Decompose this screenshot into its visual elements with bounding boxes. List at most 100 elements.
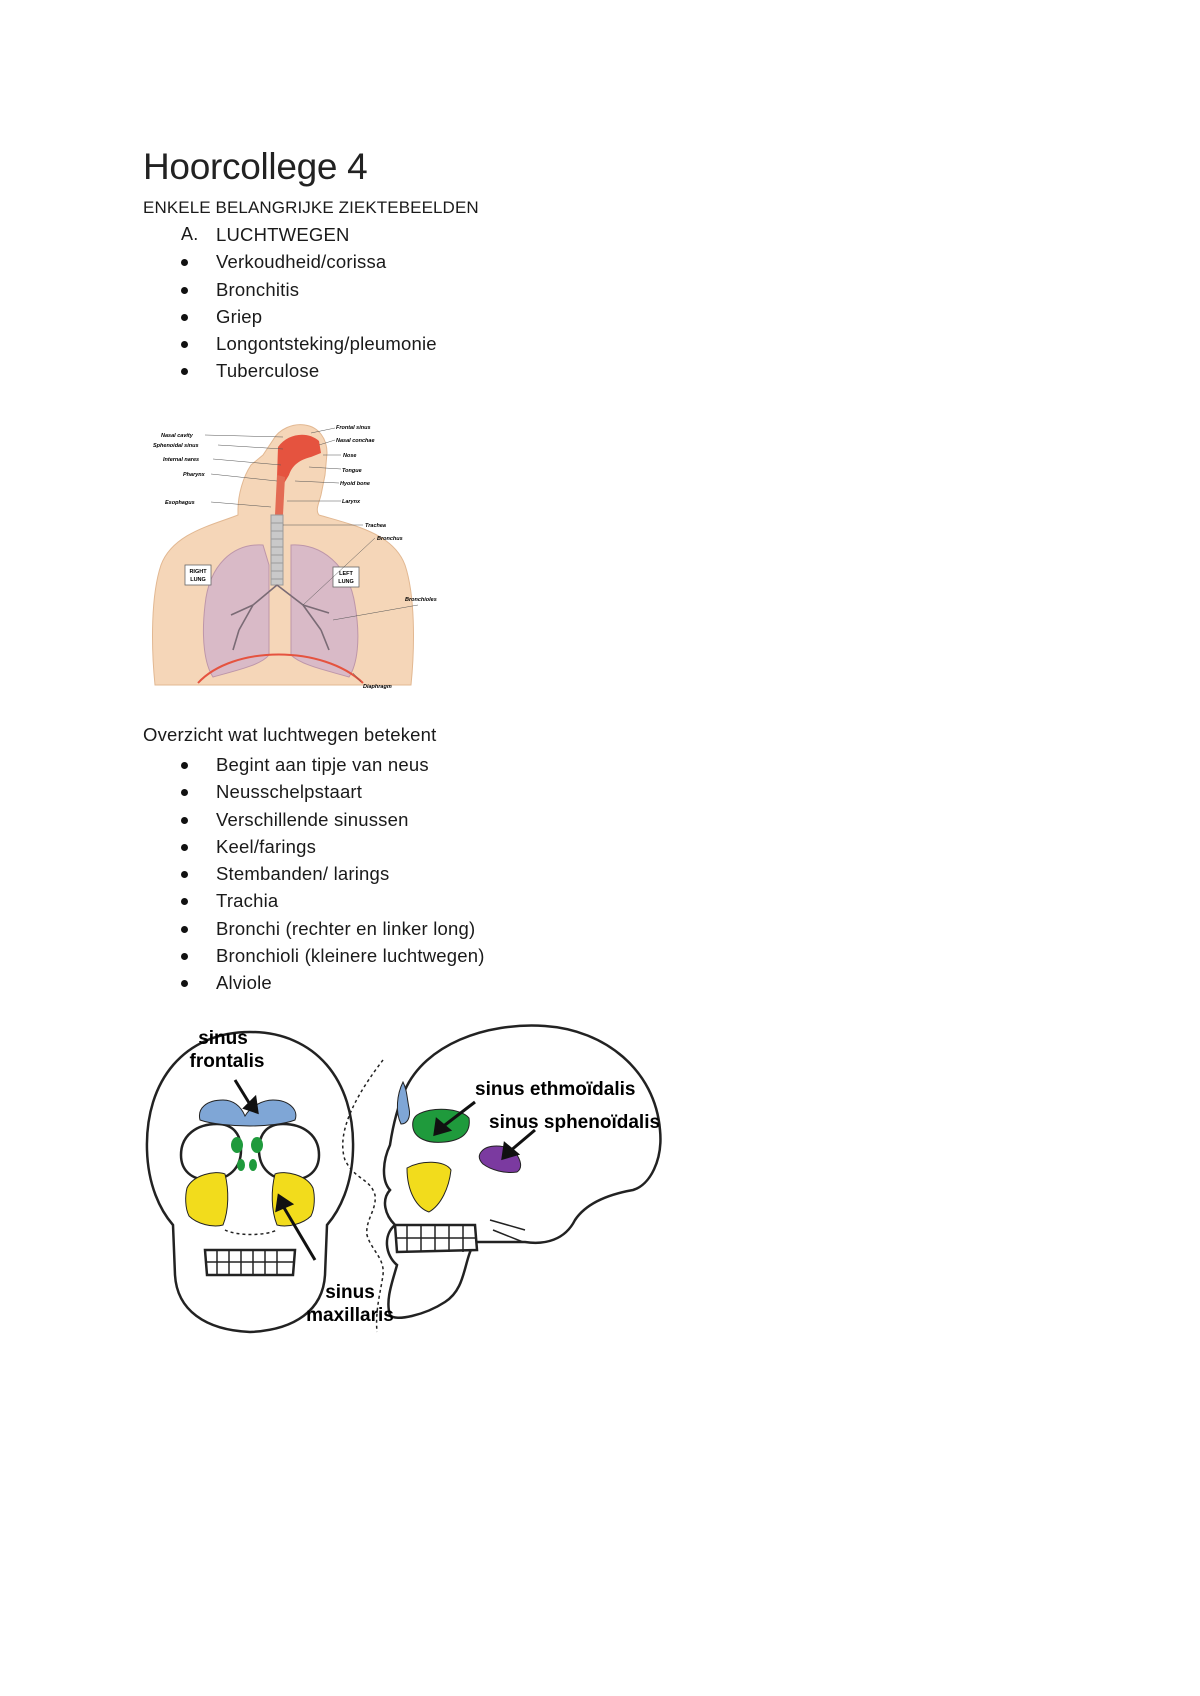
right-lung-label: RIGHT <box>189 569 207 575</box>
left-leader-lines <box>204 434 284 508</box>
list-item: Begint aan tipje van neus <box>0 751 485 778</box>
bronchi-lines <box>230 584 330 651</box>
list-marker-a: A. <box>181 224 199 244</box>
list-item: Bronchitis <box>0 276 437 303</box>
front-sinus-maxillaris-right <box>271 1172 315 1227</box>
right-leader-lines <box>283 427 419 683</box>
label-sinus-maxillaris: sinus <box>325 1282 375 1303</box>
label-sinus-frontalis: frontalis <box>190 1051 265 1072</box>
list-item-text: Keel/farings <box>216 835 317 857</box>
bullet-icon <box>181 898 188 906</box>
side-teeth <box>397 1225 477 1252</box>
left-lung-label: LUNG <box>338 579 354 585</box>
front-sinus-ethmoidalis <box>249 1159 257 1171</box>
list-item-text: Trachia <box>216 890 279 912</box>
front-sinus-frontalis <box>198 1099 297 1127</box>
label-nose: Nose <box>343 453 356 459</box>
list-item-text: Stembanden/ larings <box>216 863 390 885</box>
overview-list: Begint aan tipje van neus Neusschelpstaa… <box>0 751 485 997</box>
label-nasal-cavity: Nasal cavity <box>161 433 194 439</box>
sinus-arrows <box>233 1079 536 1261</box>
pharynx-shape <box>275 475 285 515</box>
side-sinus-frontalis <box>396 1080 410 1125</box>
list-item: Tuberculose <box>0 357 437 384</box>
bullet-icon <box>181 871 188 879</box>
label-bronchus: Bronchus <box>377 536 403 542</box>
label-nasal-conchae: Nasal conchae <box>336 438 375 444</box>
trachea-rings <box>271 522 283 580</box>
list-item: Alviole <box>0 969 485 996</box>
section-a-list: A. LUCHTWEGEN Verkoudheid/corissa Bronch… <box>0 221 437 385</box>
label-pharynx: Pharynx <box>183 472 206 478</box>
right-lung-label: LUNG <box>190 577 206 583</box>
bullet-icon <box>181 313 188 321</box>
list-item-text: Bronchioli (kleinere luchtwegen) <box>216 945 485 967</box>
front-sinus-ethmoidalis <box>231 1137 243 1153</box>
list-item: Verkoudheid/corissa <box>0 248 437 275</box>
label-internal-nares: Internal nares <box>163 457 199 463</box>
list-item-text: Bronchitis <box>216 278 300 300</box>
page-subtitle: ENKELE BELANGRIJKE ZIEKTEBEELDEN <box>143 198 479 217</box>
list-item-text: Begint aan tipje van neus <box>216 754 429 775</box>
sinus-figure: sinus frontalis sinus ethmoïdalis sinus … <box>145 1024 662 1334</box>
list-item: Keel/farings <box>0 833 485 860</box>
respiratory-system-figure: RIGHT LUNG LEFT LUNG Nasal cavity Spheno… <box>152 424 437 690</box>
front-sinus-maxillaris-left <box>185 1172 229 1227</box>
list-item-text: Verkoudheid/corissa <box>216 251 387 273</box>
side-cheek-lines <box>489 1219 526 1243</box>
list-item: Trachia <box>0 887 485 914</box>
side-sinus-maxillaris <box>406 1161 452 1213</box>
face-profile-outline <box>342 1059 384 1333</box>
list-item: Longontsteking/pleumonie <box>0 330 437 357</box>
right-lung-shape <box>202 544 270 678</box>
trachea-shape <box>270 514 284 586</box>
right-lung-label-box <box>184 564 212 586</box>
front-sinus-ethmoidalis <box>237 1159 245 1171</box>
front-sinus-ethmoidalis <box>251 1137 263 1153</box>
section-a-heading: A. LUCHTWEGEN <box>0 221 437 248</box>
bullet-icon <box>181 980 188 988</box>
list-item: Stembanden/ larings <box>0 860 485 887</box>
label-trachea: Trachea <box>365 523 386 529</box>
label-frontal-sinus: Frontal sinus <box>336 425 371 431</box>
bullet-icon <box>181 762 188 769</box>
nasal-cavity-shape <box>277 434 321 485</box>
overview-heading: Overzicht wat luchtwegen betekent <box>143 724 437 745</box>
bullet-icon <box>181 259 188 267</box>
bullet-icon <box>181 816 188 824</box>
bullet-icon <box>181 341 188 349</box>
left-lung-label: LEFT <box>339 571 353 577</box>
section-a-heading-text: LUCHTWEGEN <box>216 224 350 245</box>
list-item-text: Griep <box>216 305 263 327</box>
list-item-text: Tuberculose <box>216 360 320 382</box>
front-skull <box>145 1030 355 1334</box>
list-item: Bronchi (rechter en linker long) <box>0 915 485 942</box>
list-item: Neusschelpstaart <box>0 778 485 805</box>
label-sinus-sphenoidalis: sinus sphenoïdalis <box>489 1112 660 1133</box>
label-tongue: Tongue <box>342 468 362 474</box>
page-title: Hoorcollege 4 <box>143 146 368 187</box>
label-sinus-maxillaris: maxillaris <box>306 1305 394 1326</box>
label-esophagus: Esophagus <box>165 500 195 506</box>
list-item-text: Bronchi (rechter en linker long) <box>216 917 476 939</box>
bullet-icon <box>181 789 188 797</box>
list-item-text: Verschillende sinussen <box>216 808 409 830</box>
bullet-icon <box>181 286 188 294</box>
label-sinus-frontalis: sinus <box>198 1028 248 1049</box>
bullet-icon <box>181 368 188 376</box>
label-larynx: Larynx <box>342 499 361 505</box>
list-item: Verschillende sinussen <box>0 806 485 833</box>
diaphragm-shape <box>197 653 364 684</box>
front-teeth <box>207 1250 293 1275</box>
label-bronchioles: Bronchioles <box>405 597 437 603</box>
list-item-text: Longontsteking/pleumonie <box>216 333 437 355</box>
label-hyoid-bone: Hyoid bone <box>340 481 370 487</box>
bullet-icon <box>181 925 188 933</box>
bullet-icon <box>181 843 188 851</box>
bullet-icon <box>181 953 188 961</box>
list-item-text: Neusschelpstaart <box>216 781 363 803</box>
label-sphenoidal-sinus: Sphenoidal sinus <box>153 443 199 449</box>
nasal-outline <box>224 1229 278 1236</box>
list-item-text: Alviole <box>216 972 272 994</box>
